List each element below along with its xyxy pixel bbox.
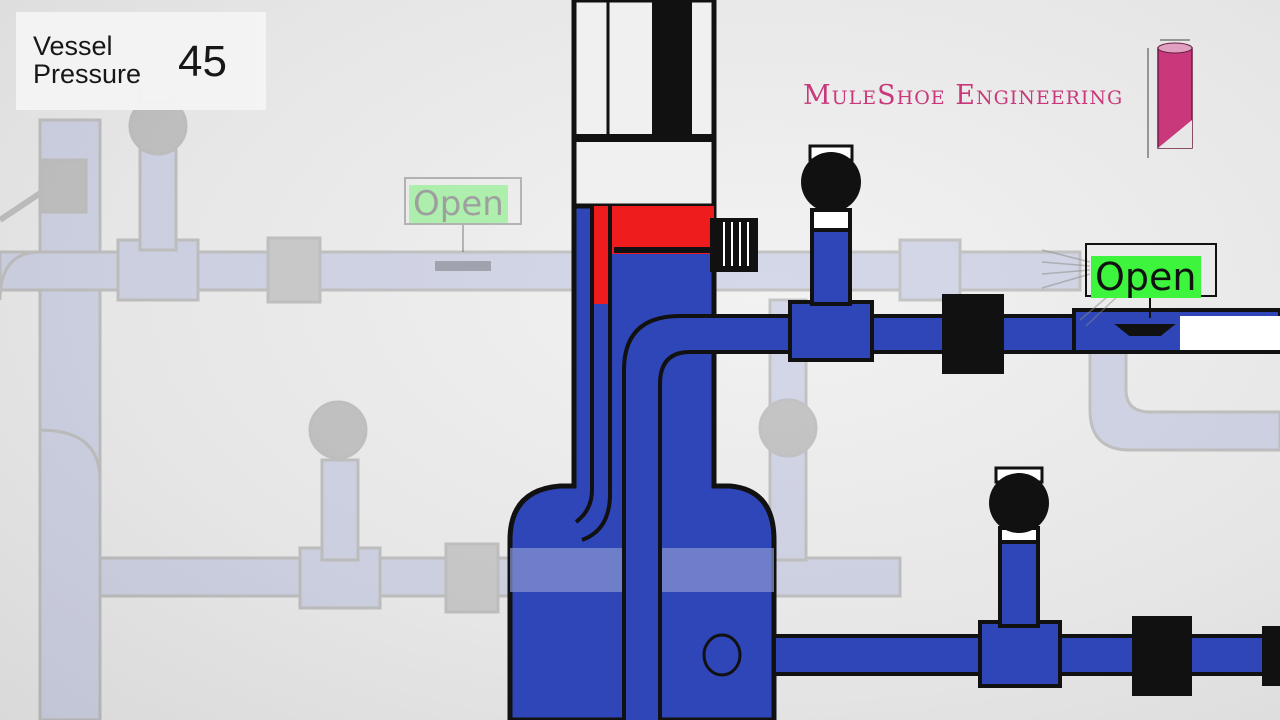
vessel-pressure-value: 45: [178, 37, 227, 86]
background-piping: [0, 86, 1280, 720]
lower-gauge-icon: [989, 466, 1049, 533]
muleshoe-sketch-icon: [1147, 39, 1193, 158]
main-valve-status: Open: [1091, 256, 1201, 298]
vessel-pressure-panel: Vessel Pressure 45: [16, 12, 266, 110]
main-outlet-pipe: [622, 208, 1280, 720]
vent-screen: [614, 218, 758, 272]
gas-spray: [1041, 249, 1123, 327]
pressure-gauge-icon: [801, 144, 861, 212]
background-valve-indicator: [404, 177, 522, 271]
background-valve-status: Open: [409, 185, 508, 223]
lower-outlet-pipe: [772, 526, 1280, 696]
brand-title: MuleShoe Engineering: [803, 80, 1124, 111]
vessel-pressure-label: Vessel Pressure: [33, 31, 142, 89]
